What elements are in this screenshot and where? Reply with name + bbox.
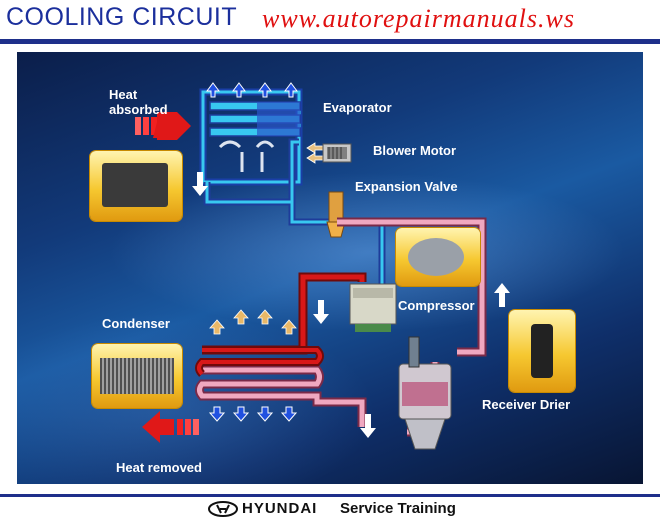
receiver-drier-photo bbox=[509, 310, 575, 392]
footer-divider bbox=[0, 494, 660, 497]
blower-airflow-arrow-icon bbox=[306, 142, 324, 164]
header-url[interactable]: www.autorepairmanuals.ws bbox=[262, 4, 575, 33]
hyundai-logo-icon bbox=[208, 501, 238, 517]
diagram-panel: Heat absorbed Evaporator Blower Motor Ex… bbox=[17, 52, 643, 484]
expansion-valve-label: Expansion Valve bbox=[355, 179, 458, 194]
warm-airflow-arrow-icon bbox=[209, 309, 297, 335]
header-divider bbox=[0, 39, 660, 44]
heat-absorbed-label: Heat absorbed bbox=[109, 87, 168, 117]
receiver-drier-label: Receiver Drier bbox=[482, 397, 571, 412]
airflow-arrow-icon bbox=[206, 82, 298, 98]
footer: HYUNDAI Service Training bbox=[0, 494, 660, 521]
condenser-coil bbox=[195, 346, 324, 377]
high-pressure-vapor-line bbox=[202, 272, 367, 355]
evaporator-label: Evaporator bbox=[323, 100, 392, 115]
evaporator-photo bbox=[90, 151, 182, 221]
expansion-valve bbox=[326, 191, 346, 238]
evaporator bbox=[199, 88, 303, 186]
low-pressure-line bbox=[203, 138, 386, 287]
footer-service-training: Service Training bbox=[340, 500, 456, 517]
heat-removed-label: Heat removed bbox=[116, 460, 202, 475]
heat-in-arrow-icon bbox=[135, 112, 191, 140]
cooling-circuit-diagram bbox=[135, 82, 510, 450]
compressor-photo bbox=[396, 228, 480, 286]
condenser-airflow-arrow-icon bbox=[208, 406, 298, 422]
compressor bbox=[349, 283, 397, 332]
blower-motor bbox=[322, 143, 352, 163]
flow-direction-arrow-icon bbox=[192, 172, 510, 438]
heat-out-arrow-icon bbox=[142, 411, 199, 443]
condenser-label: Condenser bbox=[102, 316, 170, 331]
header-title: COOLING CIRCUIT bbox=[6, 3, 238, 31]
compressor-label: Compressor bbox=[398, 298, 475, 313]
receiver-drier bbox=[398, 336, 452, 450]
blower-motor-label: Blower Motor bbox=[373, 143, 457, 158]
condenser-photo bbox=[92, 344, 182, 408]
footer-brand: HYUNDAI bbox=[242, 500, 318, 517]
